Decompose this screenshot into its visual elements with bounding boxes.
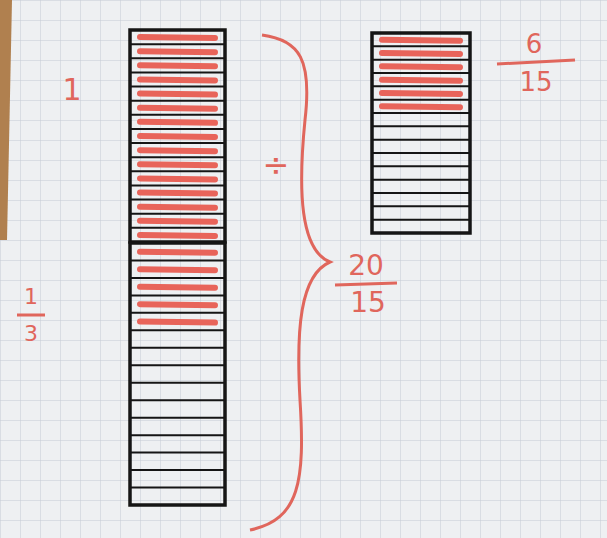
strip-line: [130, 417, 225, 419]
strip-line: [372, 165, 470, 167]
shading-stroke: [140, 108, 215, 109]
strip-line: [130, 469, 225, 471]
fraction-bar: [17, 314, 45, 317]
fraction-number: 20: [348, 252, 384, 280]
fraction-number: 15: [519, 69, 552, 95]
strip-line: [372, 45, 470, 47]
bar-outline: [130, 30, 225, 242]
shading-stroke: [140, 235, 215, 236]
strip-line: [372, 179, 470, 181]
strip-line: [130, 170, 225, 172]
strip-line: [130, 227, 225, 229]
strip-line: [130, 294, 225, 296]
strip-line: [130, 364, 225, 366]
fraction-number: 15: [350, 289, 386, 317]
shading-stroke: [140, 322, 215, 323]
table-edge: [0, 0, 12, 240]
strip-line: [130, 86, 225, 88]
strip-line: [130, 142, 225, 144]
shading-stroke: [140, 252, 215, 253]
strip-bar: [130, 30, 225, 242]
shading-stroke: [140, 269, 215, 270]
shading-stroke: [382, 66, 460, 67]
shading-stroke: [140, 136, 215, 137]
strip-bar: [372, 33, 470, 233]
fraction-bar: [497, 60, 575, 64]
shading-stroke: [140, 287, 215, 288]
strip-line: [130, 382, 225, 384]
shading-stroke: [140, 304, 215, 305]
strip-bar: [130, 243, 225, 505]
shading-stroke: [382, 53, 460, 54]
strip-line: [130, 259, 225, 261]
strip-line: [372, 112, 470, 114]
fraction-number: 3: [24, 323, 38, 345]
strip-line: [130, 57, 225, 59]
shading-stroke: [382, 40, 460, 41]
shading-stroke: [140, 178, 215, 179]
strip-line: [130, 184, 225, 186]
strip-line: [130, 347, 225, 349]
strip-line: [372, 152, 470, 154]
strip-line: [372, 59, 470, 61]
shading-stroke: [140, 94, 215, 95]
strip-line: [372, 85, 470, 87]
shading-stroke: [382, 80, 460, 81]
fraction-number: 6: [526, 31, 543, 57]
strip-line: [130, 100, 225, 102]
strip-line: [130, 199, 225, 201]
fraction-bar: [335, 283, 397, 285]
shading-stroke: [140, 164, 215, 165]
strip-line: [130, 399, 225, 401]
strip-line: [130, 43, 225, 45]
fraction-number: 1: [62, 75, 81, 105]
bar-outline: [372, 33, 470, 233]
shading-stroke: [140, 37, 215, 38]
strip-line: [372, 139, 470, 141]
shading-stroke: [382, 93, 460, 94]
shading-stroke: [140, 221, 215, 222]
shading-stroke: [140, 79, 215, 80]
strip-line: [130, 156, 225, 158]
strip-line: [130, 114, 225, 116]
strip-line: [372, 205, 470, 207]
shading-stroke: [140, 122, 215, 123]
strip-line: [372, 125, 470, 127]
strip-line: [130, 329, 225, 331]
strip-line: [372, 72, 470, 74]
strip-line: [130, 487, 225, 489]
strip-line: [130, 71, 225, 73]
shading-stroke: [140, 65, 215, 66]
fraction-number: 1: [24, 286, 38, 308]
strip-line: [130, 277, 225, 279]
strip-line: [130, 213, 225, 215]
strip-line: [130, 312, 225, 314]
shading-stroke: [140, 150, 215, 151]
shading-stroke: [140, 193, 215, 194]
strip-line: [130, 128, 225, 130]
shading-stroke: [140, 51, 215, 52]
strip-line: [372, 192, 470, 194]
bar-outline: [130, 243, 225, 505]
shading-stroke: [382, 106, 460, 107]
strip-line: [130, 434, 225, 436]
strip-line: [372, 99, 470, 101]
shading-stroke: [140, 207, 215, 208]
brace: [250, 35, 330, 530]
strip-line: [130, 452, 225, 454]
operator: ÷: [263, 149, 290, 181]
strip-line: [372, 219, 470, 221]
